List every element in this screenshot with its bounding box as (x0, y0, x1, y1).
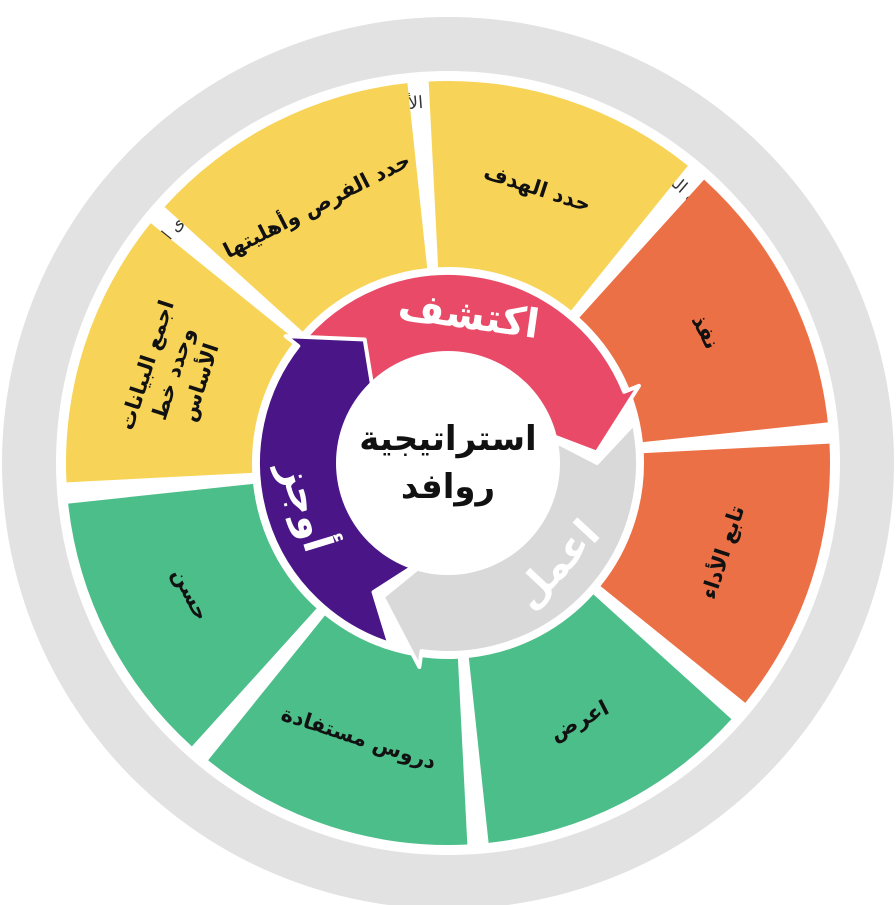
segment-execute (579, 179, 828, 443)
segment-lessons-learned (208, 615, 468, 845)
center-circle (336, 351, 560, 575)
segment-set-goal (428, 81, 688, 311)
segment-identify-opportunities (164, 83, 428, 332)
segment-collect-data (66, 223, 296, 483)
center-title-line1: استراتيجية (359, 419, 536, 459)
segment-present (468, 594, 732, 843)
segment-track-performance (600, 443, 830, 703)
center-title-line2: روافد (401, 467, 495, 507)
segment-improve (68, 483, 317, 747)
